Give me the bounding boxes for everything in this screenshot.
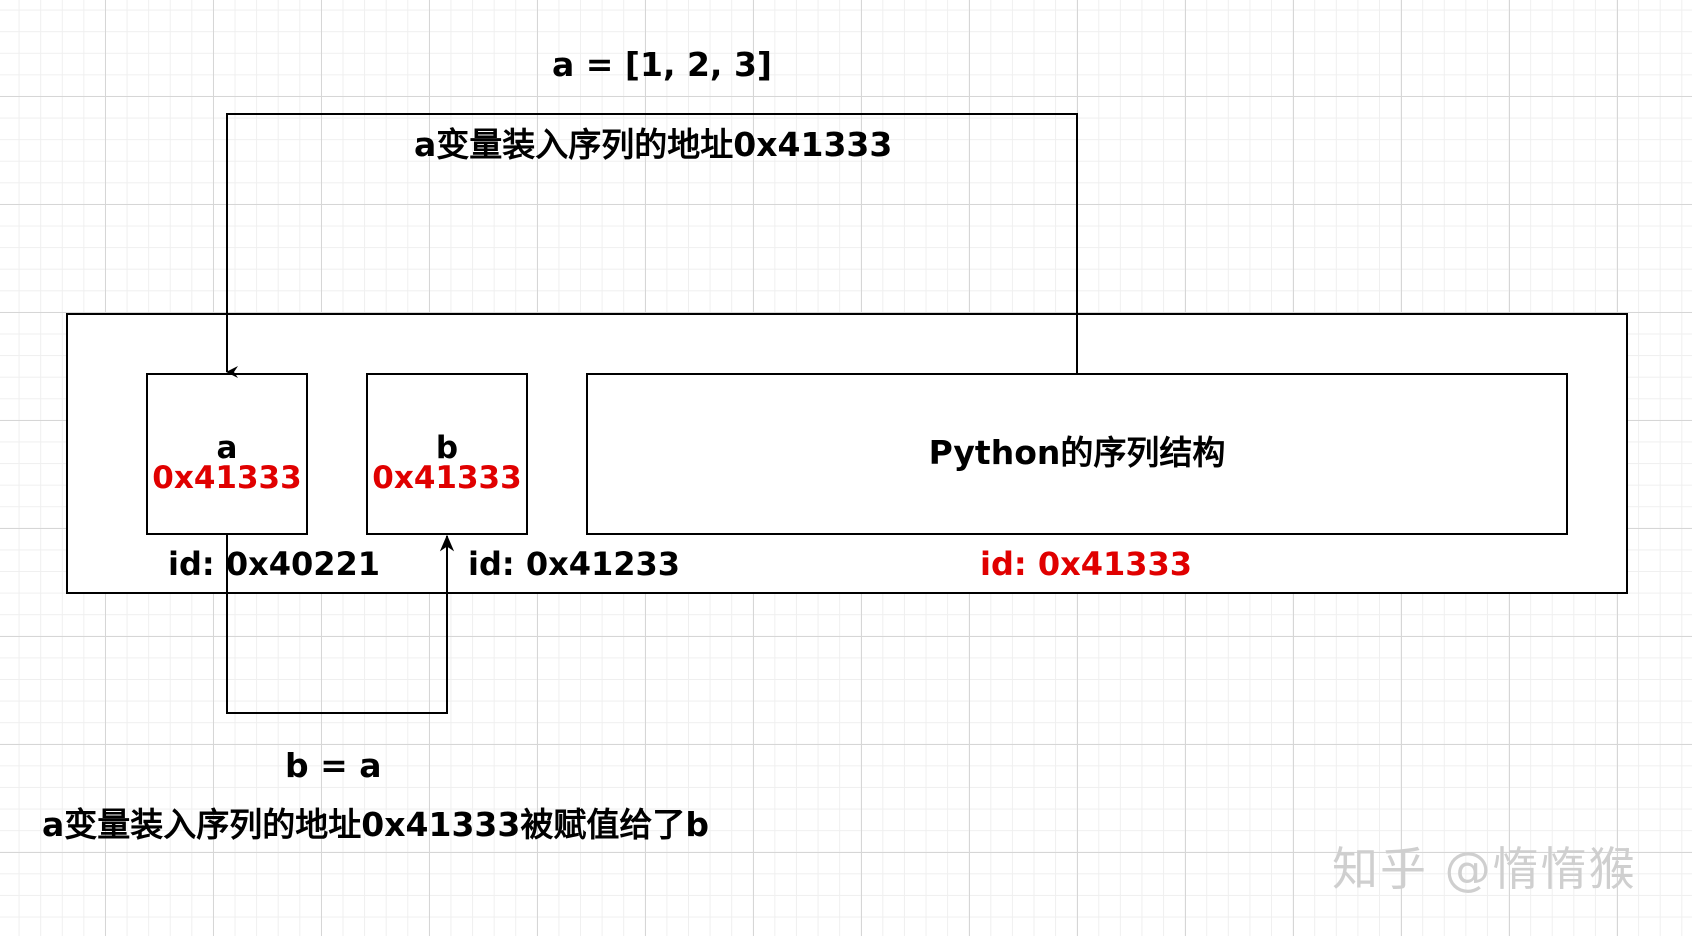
code-assign-a: a = [1, 2, 3]	[552, 45, 772, 84]
sequence-id: id: 0x41333	[980, 545, 1193, 583]
variable-b-address: 0x41333	[372, 460, 522, 496]
annotation-bottom: a变量装入序列的地址0x41333被赋值给了b	[42, 805, 709, 844]
variable-b-box: b 0x41333	[366, 373, 528, 535]
code-assign-b: b = a	[285, 746, 382, 785]
sequence-structure-box: Python的序列结构	[586, 373, 1568, 535]
variable-b-name: b	[435, 430, 459, 466]
variable-a-box: a 0x41333	[146, 373, 308, 535]
watermark: 知乎 @惰惰猴	[1332, 842, 1637, 896]
variable-a-name: a	[216, 430, 238, 466]
variable-a-address: 0x41333	[152, 460, 302, 496]
variable-a-id: id: 0x40221	[168, 545, 381, 583]
annotation-top: a变量装入序列的地址0x41333	[414, 125, 893, 164]
sequence-structure-label: Python的序列结构	[928, 433, 1226, 472]
variable-b-id: id: 0x41233	[468, 545, 681, 583]
